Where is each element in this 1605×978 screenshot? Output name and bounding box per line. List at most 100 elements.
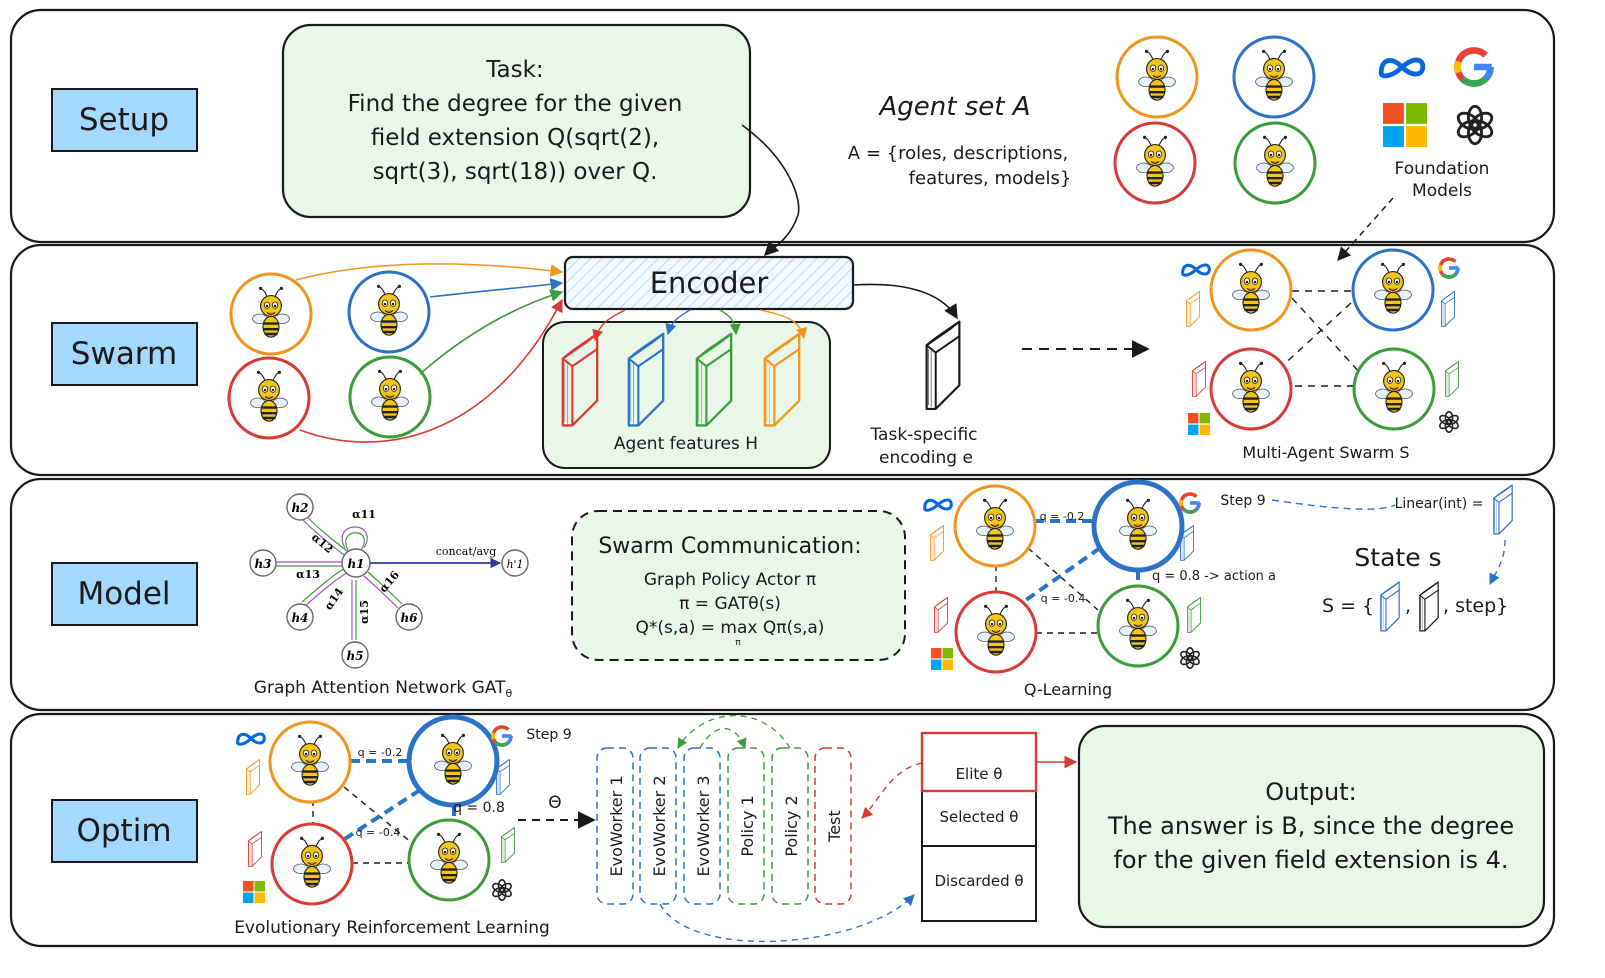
gat-node-h2: h2	[291, 501, 308, 515]
optim-label: Optim	[76, 813, 171, 849]
state-encoding-bar	[1418, 581, 1440, 632]
encoder-label: Encoder	[650, 266, 769, 300]
comm-line-3: Q*(s,a) = max Qπ(s,a)	[636, 618, 825, 638]
optim-panel	[9, 712, 1556, 948]
meta-logo-icon	[236, 732, 266, 746]
output-title: Output:	[1265, 778, 1356, 806]
population-columns	[596, 715, 915, 943]
swarm-input-agent-blue	[347, 270, 431, 354]
linear-label: Linear(int) =	[1395, 496, 1484, 512]
microsoft-logo-icon	[931, 648, 953, 670]
evoworker-1-label: EvoWorker 1	[607, 776, 626, 877]
comm-line-2: π = GATθ(s)	[679, 594, 781, 614]
elite-label: Elite θ	[956, 765, 1003, 783]
multi-agent-swarm-label: Multi-Agent Swarm S	[1242, 443, 1409, 462]
task-title: Task:	[485, 57, 543, 83]
comm-title: Swarm Communication:	[598, 534, 861, 559]
gat-node-h4: h4	[291, 611, 308, 625]
model-panel	[9, 477, 1556, 712]
gat-node-h1-prime: h'1	[506, 558, 523, 571]
elite-to-test-arrow	[861, 762, 923, 819]
selection-stack	[921, 732, 1037, 922]
comm-max-subscript: π	[735, 638, 741, 648]
setup-agent-orange	[1115, 35, 1199, 119]
gat-alpha-14: α14	[322, 585, 346, 612]
openai-logo-icon	[1437, 411, 1461, 433]
optim-caption: Evolutionary Reinforcement Learning	[234, 918, 550, 938]
selected-label: Selected θ	[940, 808, 1019, 826]
swarm-communication-box	[571, 510, 906, 661]
setup-panel	[9, 8, 1556, 244]
models-to-swarm-arrow	[1337, 197, 1394, 262]
swarm-label-box: Swarm	[51, 322, 198, 386]
state-eq-suffix: , step}	[1443, 595, 1508, 617]
output-line-2: for the given field extension is 4.	[1113, 846, 1508, 874]
meta-logo-icon	[923, 498, 953, 512]
gat-alpha-15: α15	[358, 600, 371, 624]
swarm-input-agent-green	[348, 355, 432, 439]
swarm-panel	[9, 243, 1556, 477]
task-line-2: field extension Q(sqrt(2),	[371, 125, 659, 151]
task-line-3: sqrt(3), sqrt(18)) over Q.	[373, 159, 658, 185]
state-title: State s	[1354, 543, 1441, 572]
output-box	[1077, 724, 1546, 929]
agent-set-title: Agent set A	[877, 92, 1030, 122]
test-label: Test	[825, 810, 844, 843]
q-learning-caption: Q-Learning	[1024, 680, 1112, 699]
blue-agent-arrow	[429, 278, 564, 298]
google-logo-icon	[1438, 257, 1461, 279]
gat-alpha-12: α12	[309, 531, 336, 556]
state-comma: ,	[1405, 595, 1411, 617]
evoworker-3-label: EvoWorker 3	[694, 776, 713, 877]
google-logo-icon	[491, 725, 514, 747]
openai-logo-icon	[1178, 647, 1202, 669]
gat-concat-label: concat/avg	[436, 545, 497, 558]
model-label: Model	[77, 576, 170, 612]
setup-agent-red	[1113, 121, 1197, 205]
output-line-1: The answer is B, since the degree	[1107, 812, 1514, 840]
setup-label-box: Setup	[51, 88, 198, 152]
q-learning-graph	[923, 479, 1202, 674]
q-value-2: q = 0.8 -> action a	[1152, 569, 1276, 584]
optim-label-box: Optim	[51, 799, 198, 863]
gat-alpha-16: α16	[377, 568, 402, 595]
task-encoding-label-2: encoding e	[879, 448, 973, 468]
agent-features-box	[542, 321, 831, 469]
google-logo-icon	[1179, 492, 1202, 514]
gat-node-h6: h6	[400, 611, 418, 625]
state-eq-prefix: S = {	[1322, 595, 1374, 617]
encoder-box	[563, 255, 855, 311]
agent-features-label: Agent features H	[614, 434, 758, 454]
policy-1-label: Policy 1	[738, 795, 757, 856]
comm-line-1: Graph Policy Actor π	[644, 570, 816, 590]
openai-logo-icon	[490, 879, 514, 901]
encoder-to-encoding-arrow	[852, 283, 958, 320]
setup-label: Setup	[79, 102, 169, 138]
optim-q-value-3: q = -0.4	[356, 826, 401, 839]
task-encoding-bar	[927, 322, 960, 409]
foundation-models-label-1: Foundation	[1395, 159, 1490, 179]
q-value-1: q = -0.2	[1040, 510, 1085, 523]
optim-step: Step 9	[526, 727, 571, 743]
swarm-input-agent-orange	[229, 272, 313, 356]
multi-agent-swarm	[1181, 248, 1461, 435]
microsoft-logo-icon	[1188, 413, 1210, 435]
meta-logo-icon	[1181, 263, 1211, 277]
q-value-3: q = -0.4	[1041, 592, 1086, 605]
optim-q-value-2: q = 0.8	[453, 800, 505, 816]
task-encoding-label-1: Task-specific	[869, 425, 977, 445]
red-agent-arrow	[299, 298, 563, 443]
microsoft-logo-icon	[1383, 103, 1427, 147]
gat-node-h1: h1	[347, 557, 364, 571]
orange-agent-arrow	[295, 263, 564, 281]
evoworker-2-label: EvoWorker 2	[650, 776, 669, 877]
setup-agent-blue	[1232, 35, 1316, 119]
foundation-models-label-2: Models	[1412, 181, 1472, 201]
gat-alpha-13: α13	[296, 568, 320, 581]
agent-set-def-1: A = {roles, descriptions,	[848, 143, 1068, 164]
swarm-label: Swarm	[71, 336, 177, 372]
policy-2-label: Policy 2	[782, 795, 801, 856]
swarm-input-agent-red	[227, 356, 311, 440]
model-label-box: Model	[51, 562, 198, 626]
meta-logo-icon	[1381, 60, 1423, 76]
